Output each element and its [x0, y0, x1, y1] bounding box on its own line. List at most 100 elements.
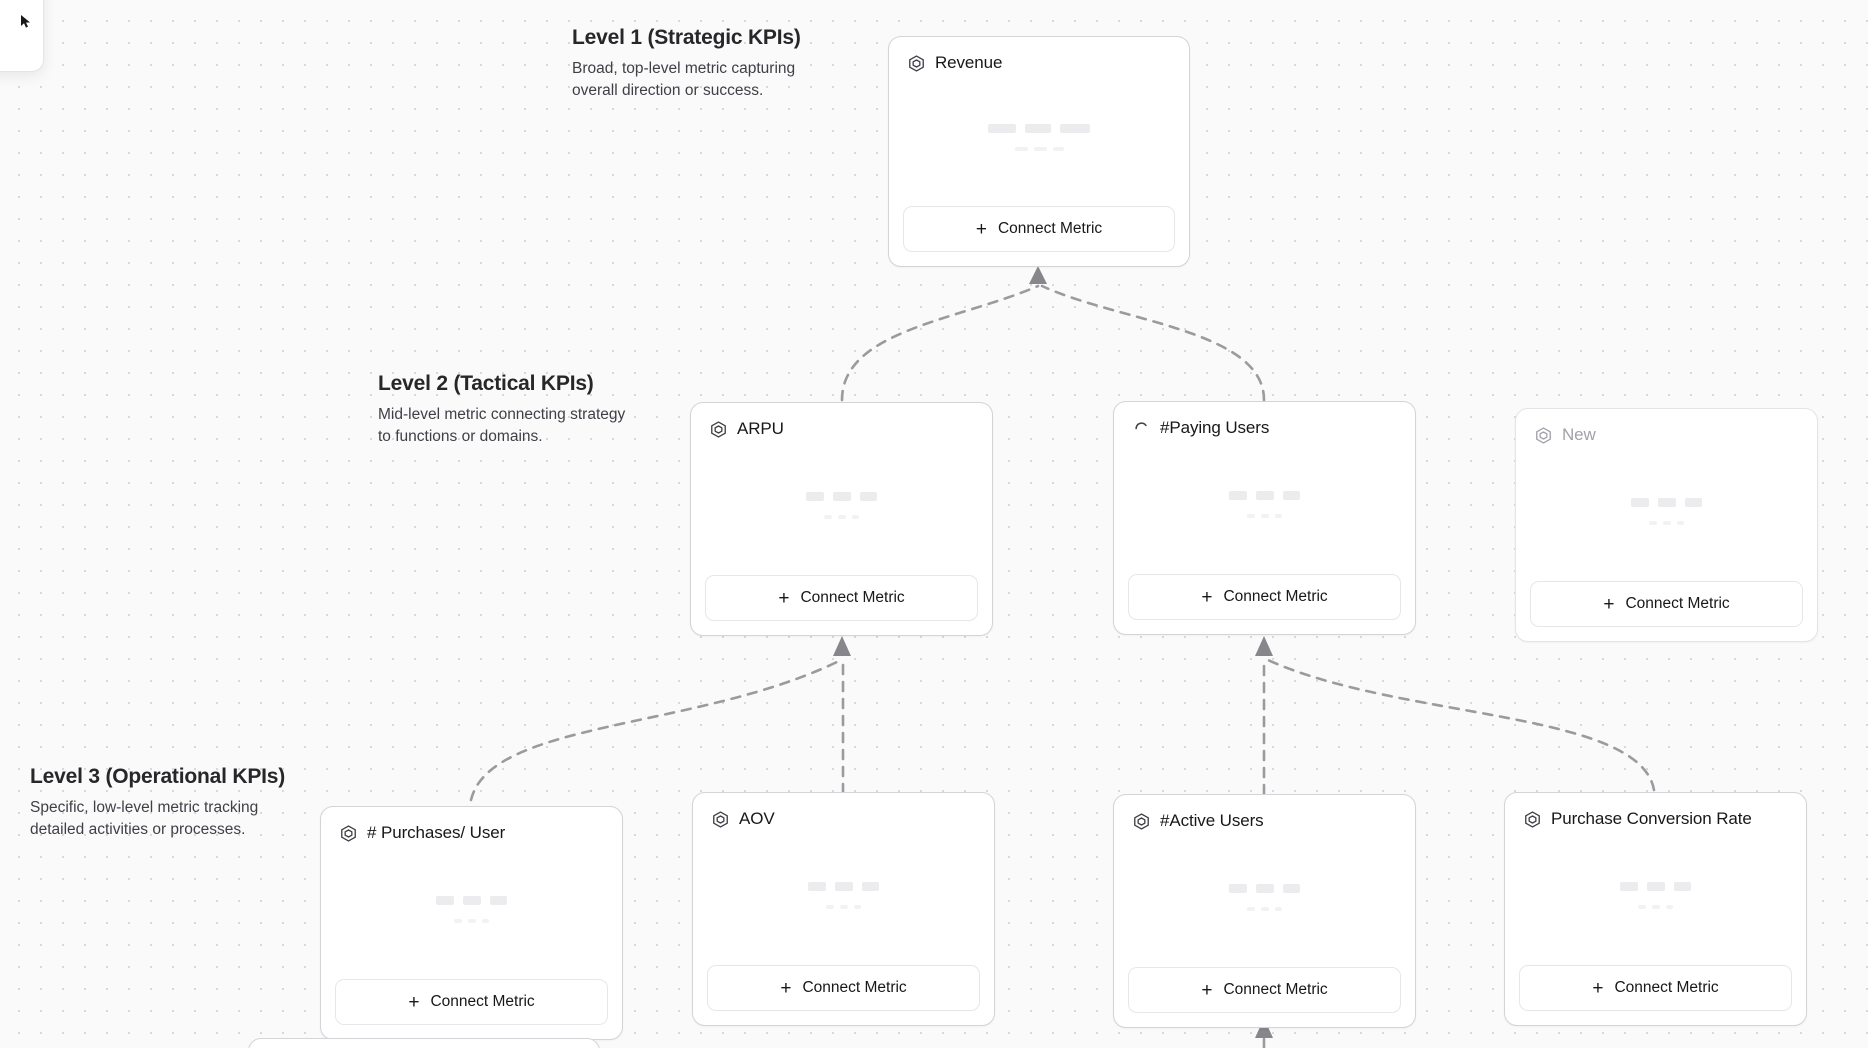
metric-card-revenue[interactable]: Revenue + Connect Metric	[888, 36, 1190, 267]
floating-corner-panel[interactable]	[0, 0, 44, 72]
skeleton-bar	[1649, 520, 1657, 525]
hexagon-metric-icon	[711, 420, 726, 438]
skeleton-bar	[1658, 497, 1676, 507]
metric-card-arpu[interactable]: ARPU + Connect Metric	[690, 402, 993, 636]
skeleton-bar	[860, 491, 877, 501]
connect-metric-label: Connect Metric	[430, 993, 535, 1010]
skeleton-row-secondary	[824, 514, 859, 519]
plus-icon: +	[780, 977, 792, 999]
card-header: AOV	[693, 793, 994, 829]
skeleton-bar	[1261, 513, 1269, 518]
skeleton-bar	[1247, 513, 1255, 518]
skeleton-bar	[468, 918, 476, 923]
card-header: ARPU	[691, 403, 992, 439]
skeleton-bar	[1275, 906, 1282, 911]
skeleton-bar	[1261, 906, 1269, 911]
connect-metric-button[interactable]: + Connect Metric	[1530, 581, 1803, 627]
skeleton-row-secondary	[454, 918, 489, 923]
level-3-description: Specific, low-level metric tracking deta…	[30, 799, 259, 838]
skeleton-row-primary	[988, 124, 1090, 133]
skeleton-bar	[1052, 147, 1064, 151]
card-skeleton-body	[889, 73, 1189, 206]
connect-metric-button[interactable]: + Connect Metric	[707, 965, 980, 1011]
skeleton-row-primary	[436, 895, 507, 905]
skeleton-row-secondary	[1014, 147, 1064, 151]
card-header: #Paying Users	[1114, 402, 1415, 438]
skeleton-bar	[1229, 883, 1247, 893]
skeleton-bar	[806, 491, 824, 501]
edge-arpu-to-revenue	[840, 284, 1040, 402]
arrowhead-into-paying-users	[1255, 636, 1273, 656]
skeleton-row-primary	[1631, 497, 1702, 507]
skeleton-row-primary	[1229, 490, 1300, 500]
card-skeleton-body	[1114, 438, 1415, 574]
level-3-title: Level 3 (Operational KPIs)	[30, 765, 286, 788]
skeleton-bar	[1638, 904, 1646, 909]
skeleton-row-secondary	[1247, 906, 1282, 911]
connect-metric-button[interactable]: + Connect Metric	[1128, 574, 1401, 620]
card-skeleton-body	[691, 439, 992, 575]
metric-card-purchase-conversion-rate[interactable]: Purchase Conversion Rate + Connect Metri…	[1504, 792, 1807, 1026]
connect-metric-label: Connect Metric	[1614, 979, 1719, 996]
plus-icon: +	[975, 218, 987, 240]
connect-metric-button[interactable]: + Connect Metric	[1128, 967, 1401, 1013]
skeleton-bar	[1247, 906, 1255, 911]
level-3-label-block: Level 3 (Operational KPIs) Specific, low…	[30, 765, 285, 841]
skeleton-bar	[862, 881, 879, 891]
metric-card-new[interactable]: New + Connect Metric	[1515, 408, 1818, 642]
skeleton-bar	[1685, 497, 1702, 507]
arrowhead-into-revenue	[1029, 266, 1047, 284]
skeleton-row-secondary	[1638, 904, 1673, 909]
skeleton-bar	[988, 124, 1016, 133]
skeleton-bar	[482, 918, 489, 923]
plus-icon: +	[1592, 977, 1604, 999]
level-1-description: Broad, top-level metric capturing overal…	[572, 60, 796, 99]
metric-card-aov[interactable]: AOV + Connect Metric	[692, 792, 995, 1026]
cursor-icon	[21, 15, 30, 28]
skeleton-bar	[1631, 497, 1649, 507]
card-title: New	[1562, 425, 1596, 444]
level-1-title: Level 1 (Strategic KPIs)	[572, 26, 801, 49]
card-skeleton-body	[1505, 829, 1806, 965]
connect-metric-button[interactable]: + Connect Metric	[903, 206, 1175, 252]
skeleton-bar	[1014, 147, 1028, 151]
card-skeleton-body	[321, 843, 622, 979]
skeleton-bar	[1663, 520, 1671, 525]
skeleton-row-primary	[806, 491, 877, 501]
level-2-label-block: Level 2 (Tactical KPIs) Mid-level metric…	[378, 372, 628, 448]
hexagon-metric-icon	[1525, 810, 1540, 828]
metric-card-offscreen-bottom[interactable]	[248, 1038, 600, 1048]
skeleton-bar	[833, 491, 851, 501]
connect-metric-label: Connect Metric	[997, 220, 1103, 237]
metric-card-paying-users[interactable]: #Paying Users + Connect Metric	[1113, 401, 1416, 635]
skeleton-bar	[454, 918, 462, 923]
card-title: Revenue	[935, 53, 1003, 72]
connect-metric-label: Connect Metric	[800, 589, 905, 606]
metric-card-active-users[interactable]: #Active Users + Connect Metric	[1113, 794, 1416, 1028]
skeleton-bar	[1229, 490, 1247, 500]
skeleton-bar	[1275, 513, 1282, 518]
connect-metric-button[interactable]: + Connect Metric	[705, 575, 978, 621]
hexagon-metric-icon	[341, 824, 356, 842]
level-2-description: Mid-level metric connecting strategy to …	[378, 406, 626, 445]
skeleton-bar	[1652, 904, 1660, 909]
connect-metric-button[interactable]: + Connect Metric	[335, 979, 608, 1025]
connect-metric-label: Connect Metric	[1223, 588, 1328, 605]
edge-purchases-to-arpu	[469, 658, 843, 802]
skeleton-row-primary	[808, 881, 879, 891]
skeleton-bar	[824, 514, 832, 519]
level-2-title: Level 2 (Tactical KPIs)	[378, 372, 594, 395]
skeleton-bar	[1674, 881, 1691, 891]
skeleton-bar	[854, 904, 861, 909]
connect-metric-label: Connect Metric	[1625, 595, 1730, 612]
card-title: Purchase Conversion Rate	[1551, 809, 1752, 828]
skeleton-bar	[1647, 881, 1665, 891]
connect-metric-button[interactable]: + Connect Metric	[1519, 965, 1792, 1011]
skeleton-bar	[436, 895, 454, 905]
card-skeleton-body	[693, 829, 994, 965]
skeleton-bar	[1283, 883, 1300, 893]
skeleton-bar	[1666, 904, 1673, 909]
metric-card-purchases-per-user[interactable]: # Purchases/ User + Connect Metric	[320, 806, 623, 1040]
skeleton-bar	[1256, 883, 1274, 893]
